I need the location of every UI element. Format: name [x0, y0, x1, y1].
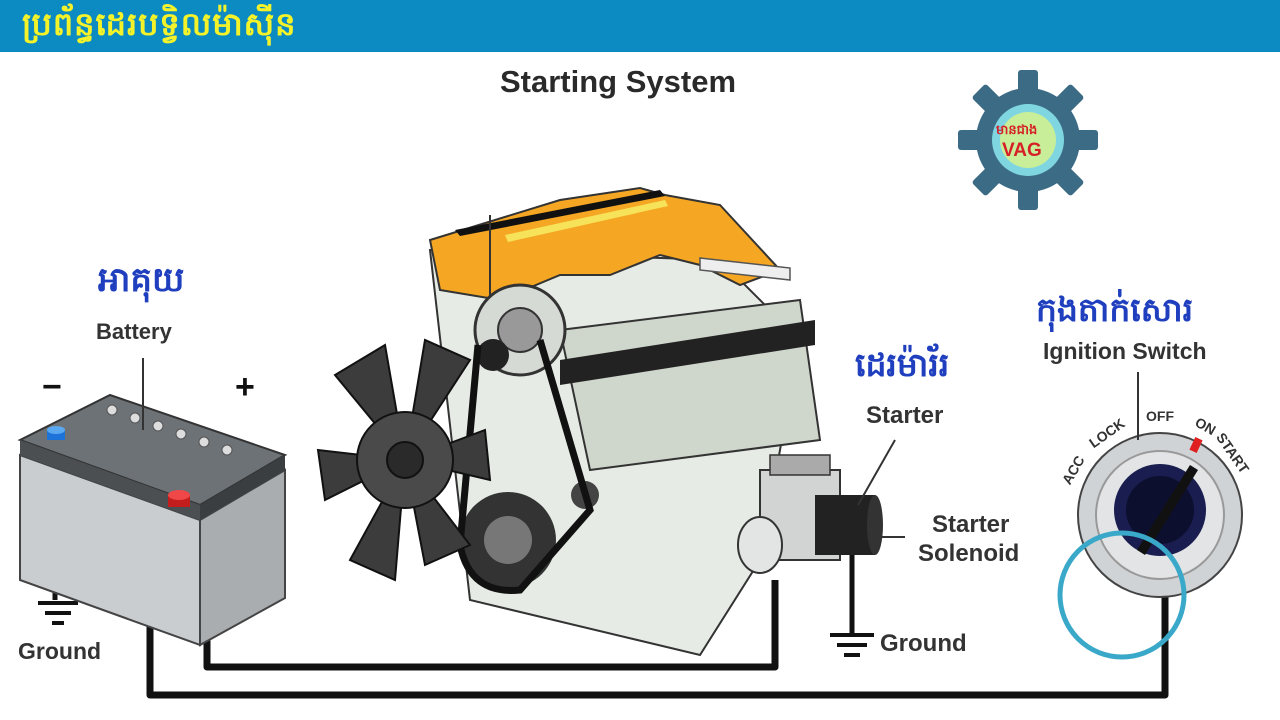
title-bar: ប្រព័ន្ធដេរបទ្វិលម៉ាស៊ីន: [0, 0, 1280, 52]
starter-label: Starter: [866, 402, 944, 429]
ignition-position-off: OFF: [1146, 408, 1174, 424]
solenoid-label-line1: Starter: [932, 511, 1010, 538]
battery-label: Battery: [96, 319, 172, 344]
fan-graphic: [316, 338, 492, 582]
logo-text: VAG: [1002, 140, 1042, 161]
diagram-title: Starting System: [500, 64, 737, 99]
vag-logo: មានជាង VAG: [958, 70, 1098, 210]
page-title: ប្រព័ន្ធដេរបទ្វិលម៉ាស៊ីន: [22, 5, 297, 43]
starter-motor-graphic: [737, 439, 905, 574]
ground-label-right: Ground: [880, 630, 967, 657]
ignition-label-km: កុងតាក់សោរ: [1036, 290, 1194, 329]
engine-graphic: [428, 186, 822, 657]
solenoid-label-line2: Solenoid: [918, 540, 1020, 567]
battery-plus-sign: +: [235, 368, 255, 406]
starter-label-km: ដេរម៉ារ័រ: [855, 345, 950, 384]
ignition-switch-graphic: [1057, 372, 1243, 660]
ground-symbol-left: [38, 601, 78, 625]
battery-label-km: អាគុយ: [98, 260, 185, 300]
battery-graphic: [17, 358, 288, 647]
starting-system-diagram: [17, 186, 1243, 699]
battery-minus-sign: −: [42, 368, 62, 406]
positive-terminal: [168, 490, 190, 507]
ground-symbol-right: [830, 633, 874, 657]
negative-terminal: [47, 426, 65, 440]
battery-cells: [106, 404, 233, 456]
ignition-label: Ignition Switch: [1043, 338, 1207, 364]
gear-icon: [958, 70, 1098, 210]
ground-label-left: Ground: [18, 638, 102, 664]
logo-text-km: មានជាង: [996, 123, 1038, 138]
